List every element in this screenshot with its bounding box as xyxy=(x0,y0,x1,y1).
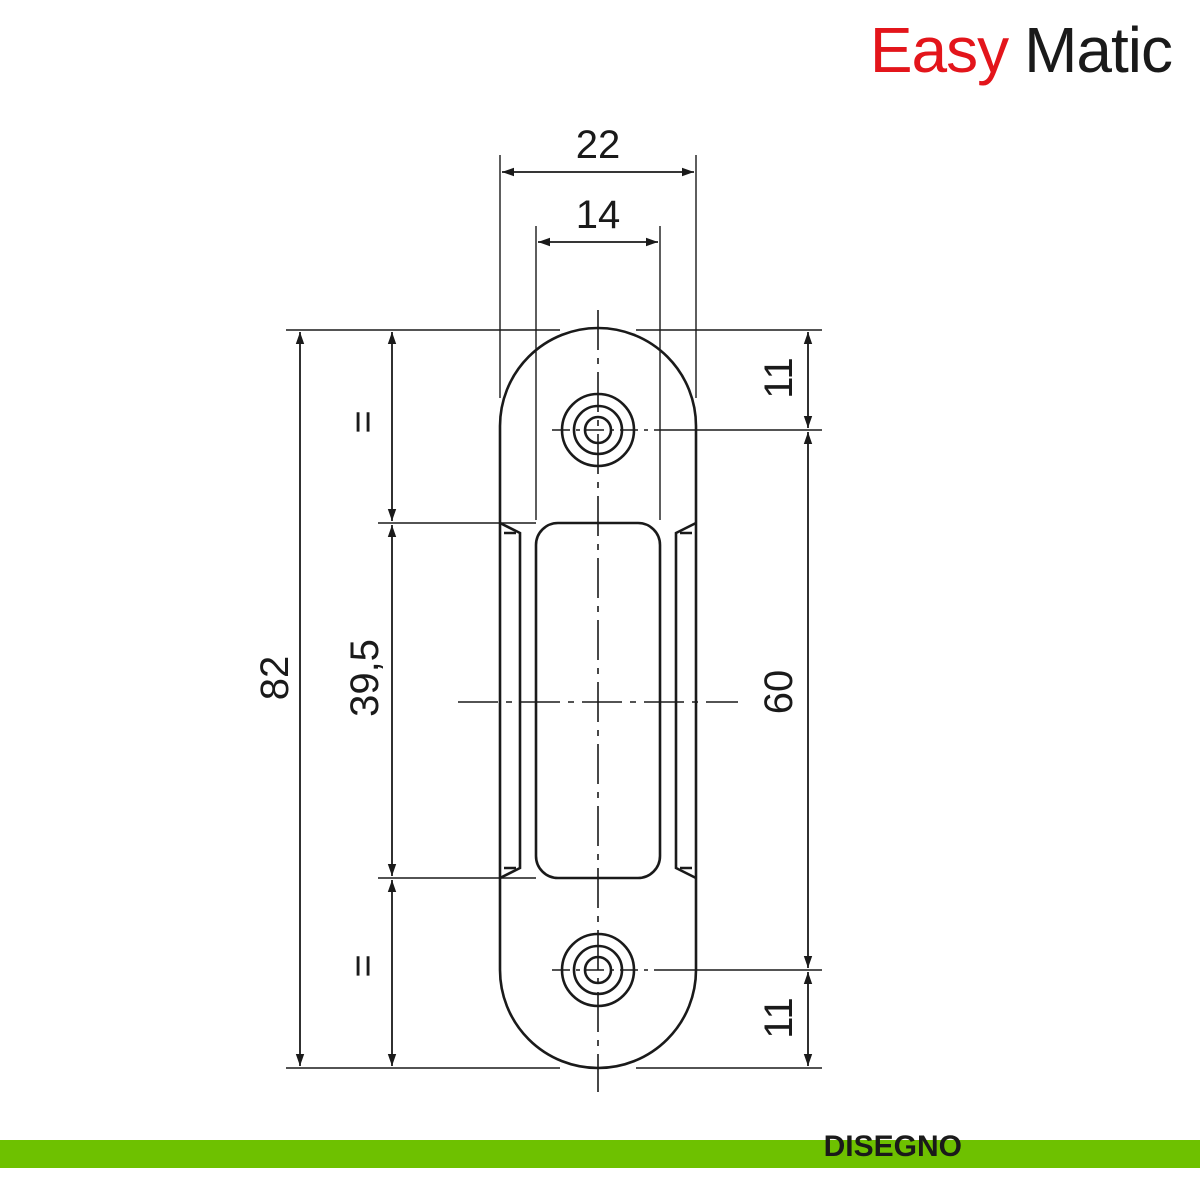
extension-lines xyxy=(286,155,822,1069)
dim-top-hole-offset: 11 xyxy=(757,357,801,399)
dim-hole-spacing: 60 xyxy=(757,670,801,715)
dim-bottom-hole-offset: 11 xyxy=(757,997,801,1039)
brand-word-matic: Matic xyxy=(1024,14,1173,86)
brand-word-easy: Easy xyxy=(869,14,1009,86)
dim-slot-width: 14 xyxy=(576,193,621,237)
right-groove-inner xyxy=(680,531,692,870)
dim-total-length: 82 xyxy=(253,656,297,701)
dim-equal-top: = xyxy=(341,410,385,433)
footer-label: DISEGNO xyxy=(823,1130,962,1163)
dim-total-width: 22 xyxy=(576,123,621,167)
dim-equal-bottom: = xyxy=(341,954,385,977)
right-groove xyxy=(674,521,697,880)
left-groove-inner xyxy=(504,531,516,870)
dim-slot-length: 39,5 xyxy=(343,639,387,717)
footer-bar xyxy=(0,1140,1200,1168)
centerlines xyxy=(458,310,738,1092)
left-groove xyxy=(499,521,522,880)
dimension-lines xyxy=(295,167,813,1066)
